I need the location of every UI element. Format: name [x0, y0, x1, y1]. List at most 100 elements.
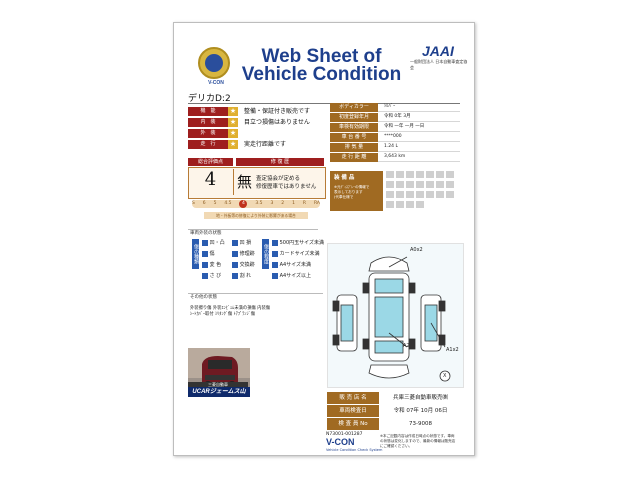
- score-label: 総合評価点: [188, 158, 233, 166]
- jaai-subtitle: 一般財団法人 日本自動車査定協会: [410, 59, 468, 70]
- legend-degree-text: カードサイズ未満: [279, 251, 320, 257]
- legend-type: 変 色: [202, 261, 232, 272]
- equipment-note: (代車仕様で: [334, 195, 354, 199]
- legend-type-text: さ び: [209, 273, 222, 279]
- shop-value: 兵庫三菱自動車販売㈱: [379, 392, 462, 404]
- legend-degree-icon: [272, 272, 278, 279]
- specs-table: ボディカラーｼﾙﾊﾞｰ 初度登録年月令和 0年 3月 車検有効期限令和 一年 一…: [330, 103, 460, 162]
- legend-type-text: 交換跡: [239, 262, 255, 268]
- disclaimer-line: の状態は変化しますので、最新の情報は販売店: [380, 439, 456, 443]
- grade-scale-bar: [192, 200, 320, 208]
- seal-text: V-CON: [208, 80, 224, 86]
- legend-type-text: 割 れ: [239, 273, 252, 279]
- summary-label: 機 能: [188, 107, 228, 116]
- footer-id: N73001-001287: [326, 432, 363, 437]
- legend-type-text: 傷: [209, 251, 215, 257]
- legend-group2-label: 傷の程度: [262, 239, 269, 269]
- summary-label: 外 装: [188, 129, 228, 138]
- star-icon: ★: [228, 129, 238, 138]
- other-rule: [188, 293, 323, 294]
- footer-disclaimer: ※本ご記載内容は作成日時点の状態です。車両 の状態は変化しますので、最新の情報は…: [380, 434, 466, 449]
- spec-label: 車 台 番 号: [330, 133, 378, 142]
- other-line-2: ｼｰﾄｶﾊﾞｰ取付 ﾐﾘﾀﾝｸﾞ傷 ﾄｱﾌﾟﾗﾝｼﾞ傷: [190, 312, 256, 317]
- legend-type-icon: [232, 250, 238, 257]
- legend-type-icon: [202, 272, 208, 279]
- legend-type: 割 れ: [232, 272, 262, 283]
- grade-scale: S 6 5 4.5 4 3.5 3 2 1 R RA: [192, 200, 320, 208]
- spec-value: 令和 一年 一月 一日: [378, 123, 460, 132]
- grade-item: 2: [281, 201, 285, 206]
- spec-label: ボディカラー: [330, 103, 378, 112]
- summary-label: 走 行: [188, 140, 228, 149]
- equipment-panel: [330, 171, 383, 211]
- legend-degree: カードサイズ未満: [272, 250, 327, 261]
- equipment-note: 表示しております: [334, 190, 363, 194]
- legend-degree-icon: [272, 250, 278, 257]
- summary-row: 外 装 ★: [188, 129, 323, 138]
- grade-item: 4.5: [224, 201, 232, 206]
- shop-value: 73-9008: [379, 418, 462, 430]
- legend-type-text: 修理跡: [239, 251, 255, 257]
- legend-type-text: 凹 損: [239, 240, 252, 246]
- shop-label: 検 査 員 No: [327, 418, 379, 430]
- spec-label: 車検有効期限: [330, 123, 378, 132]
- grade-item: 6: [202, 201, 206, 206]
- model-name: デリカD:2: [188, 94, 231, 104]
- legend-type-text: 凹・凸: [209, 240, 225, 246]
- car-diagram: [332, 256, 451, 382]
- grade-item: R: [302, 201, 307, 206]
- shop-row: 販 売 店 名兵庫三菱自動車販売㈱: [327, 392, 462, 404]
- other-line-1: 外装擦り傷 外装ｴﾝﾋﾞｪﾑ未満の損傷 内装傷: [190, 306, 271, 311]
- legend-type-icon: [202, 239, 208, 246]
- legend-type: さ び: [202, 272, 232, 283]
- spec-label: 排 気 量: [330, 143, 378, 152]
- summary-text: 整備・保証付き販売です: [244, 108, 311, 115]
- spec-value: 1.24 L: [378, 143, 460, 152]
- model-underline: [188, 103, 460, 104]
- grade-item: 1: [292, 201, 295, 206]
- legend-rule: [188, 229, 318, 230]
- score-value: 4: [204, 169, 217, 190]
- legend-type: 傷: [202, 250, 232, 261]
- shop-label: 車両検査日: [327, 405, 379, 417]
- legend-type-text: 変 色: [209, 262, 222, 268]
- diagram-corner-mark: X: [443, 373, 447, 379]
- summary-text: 目立つ損傷はありません: [244, 119, 310, 126]
- footer-logo-sub: Vehicle Condition Check System: [326, 448, 383, 452]
- score-divider: [233, 169, 234, 195]
- repair-history-label: 修 復 歴: [236, 158, 324, 166]
- disclaimer-line: にご確認ください。: [380, 444, 413, 448]
- disclaimer-line: ※本ご記載内容は作成日時点の状態です。車両: [380, 434, 455, 438]
- legend-degree-icon: [272, 239, 278, 246]
- damage-mark-3: A1x2: [446, 347, 459, 353]
- legend-type-icon: [232, 272, 238, 279]
- equipment-grid: [386, 171, 454, 208]
- shop-row: 車両検査日令和 07年 10月 06日: [327, 405, 462, 417]
- grade-item: S: [192, 201, 195, 206]
- legend-header: 車両外装の状態: [190, 231, 222, 236]
- legend-type: 修理跡: [232, 250, 262, 261]
- vehicle-condition-sheet: V-CON Web Sheet of Vehicle Condition JAA…: [173, 22, 475, 456]
- summary-row: 内 装 ★ 目立つ損傷はありません: [188, 118, 323, 127]
- title-line-1: Web Sheet of: [261, 46, 382, 67]
- summary-list: 機 能 ★ 整備・保証付き販売です 内 装 ★ 目立つ損傷はありません 外 装 …: [188, 107, 323, 149]
- score-box: [188, 167, 326, 199]
- summary-text: 実走行距離です: [244, 141, 287, 148]
- legend-group1-label: 傷の種類: [192, 239, 199, 269]
- spec-value: 3,643 km: [378, 153, 460, 162]
- star-icon: ★: [228, 118, 238, 127]
- repair-note-2: 修復歴車ではありません: [256, 184, 317, 190]
- legend-type: 凹 損: [232, 239, 262, 250]
- legend-type: 交換跡: [232, 261, 262, 272]
- legend-degree-text: A4サイズ以上: [279, 273, 312, 279]
- jaai-logo: JAAI: [422, 43, 454, 59]
- shop-label: 販 売 店 名: [327, 392, 379, 404]
- summary-row: 機 能 ★ 整備・保証付き販売です: [188, 107, 323, 116]
- legend-degree-text: A4サイズ未満: [279, 262, 312, 268]
- repair-note-1: 査定協会が定める: [256, 176, 301, 182]
- shop-value: 令和 07年 10月 06日: [379, 405, 462, 417]
- grade-item-selected: 4: [239, 200, 248, 208]
- star-icon: ★: [228, 140, 238, 149]
- grade-item: 3: [270, 201, 274, 206]
